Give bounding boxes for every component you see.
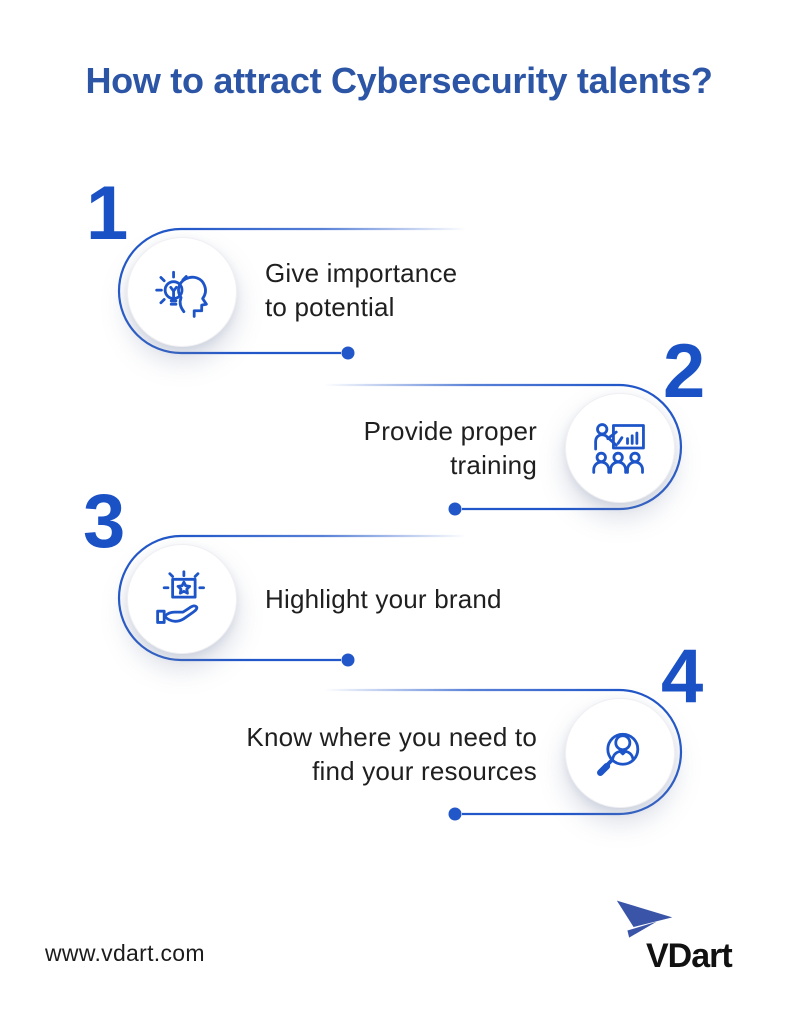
website-url: www.vdart.com	[45, 940, 205, 966]
step-1-label: Give importance to potential	[265, 256, 457, 324]
step-2-label-line-2: training	[450, 450, 537, 480]
step-1-number: 1	[86, 171, 129, 256]
line-end-dot	[341, 346, 355, 360]
step-4-label-line-1: Know where you need to	[246, 722, 537, 752]
idea-head-icon	[155, 270, 208, 318]
brand-name: VDart	[646, 937, 733, 975]
step-3-icon-circle	[127, 544, 237, 654]
step-1-label-line-1: Give importance	[265, 258, 458, 288]
step-2-icon-circle	[565, 393, 675, 503]
step-3-number: 3	[83, 479, 126, 564]
step-2-label-line-1: Provide proper	[363, 416, 537, 446]
line-end-dot	[448, 502, 462, 516]
step-3-label-line-1: Highlight your brand	[265, 584, 502, 614]
step-4-label: Know where you need to find your resourc…	[246, 720, 537, 788]
line-end-dot	[448, 807, 462, 821]
step-2-number: 2	[663, 329, 706, 414]
brand-star-hand-icon	[156, 570, 205, 624]
step-4-icon-circle	[565, 698, 675, 808]
step-3-label: Highlight your brand	[265, 582, 502, 616]
search-person-icon	[597, 732, 640, 776]
paper-plane-icon	[616, 900, 673, 938]
step-4-label-line-2: find your resources	[312, 756, 537, 786]
vdart-logo: VDart	[608, 898, 758, 976]
training-presentation-icon	[592, 423, 645, 474]
line-end-dot	[341, 653, 355, 667]
page-title: How to attract Cybersecurity talents?	[85, 60, 713, 101]
step-2-label: Provide proper training	[364, 414, 537, 482]
step-4-number: 4	[661, 634, 704, 719]
step-1-icon-circle	[127, 237, 237, 347]
step-1-label-line-2: to potential	[265, 292, 395, 322]
